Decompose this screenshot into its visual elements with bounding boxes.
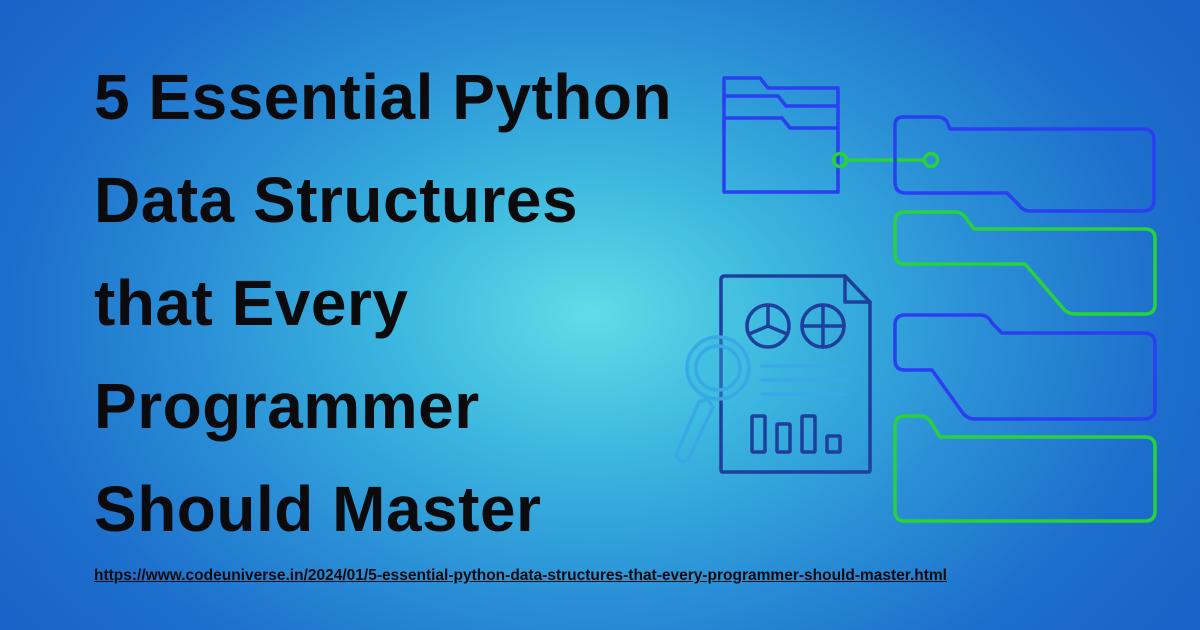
headline-line-1: 5 Essential Python [94, 61, 673, 133]
crosshair-icon [800, 303, 846, 349]
tab-panel-2 [893, 210, 1157, 316]
connector-icon [831, 151, 940, 169]
headline-line-4: Programmer [94, 370, 480, 442]
headline-line-2: Data Structures [94, 164, 579, 236]
tab-panel-icon [893, 115, 1157, 523]
tab-panel-4 [893, 414, 1157, 523]
source-url-link[interactable]: https://www.codeuniverse.in/2024/01/5-es… [94, 567, 947, 584]
document-lines [760, 364, 848, 396]
tab-panel-3 [893, 313, 1157, 421]
report-document-icon [719, 274, 872, 474]
tab-panel-1 [893, 115, 1156, 213]
bar-chart-icon [750, 414, 842, 454]
headline-line-3: that Every [94, 267, 409, 339]
folder-stack-icon [722, 76, 840, 194]
data-structures-illustration [674, 76, 1157, 523]
headline-line-5: Should Master [94, 473, 542, 545]
headline: 5 Essential Python Data Structures that … [94, 46, 734, 561]
pie-chart-icon [745, 303, 791, 349]
magnifier-icon [674, 335, 751, 464]
